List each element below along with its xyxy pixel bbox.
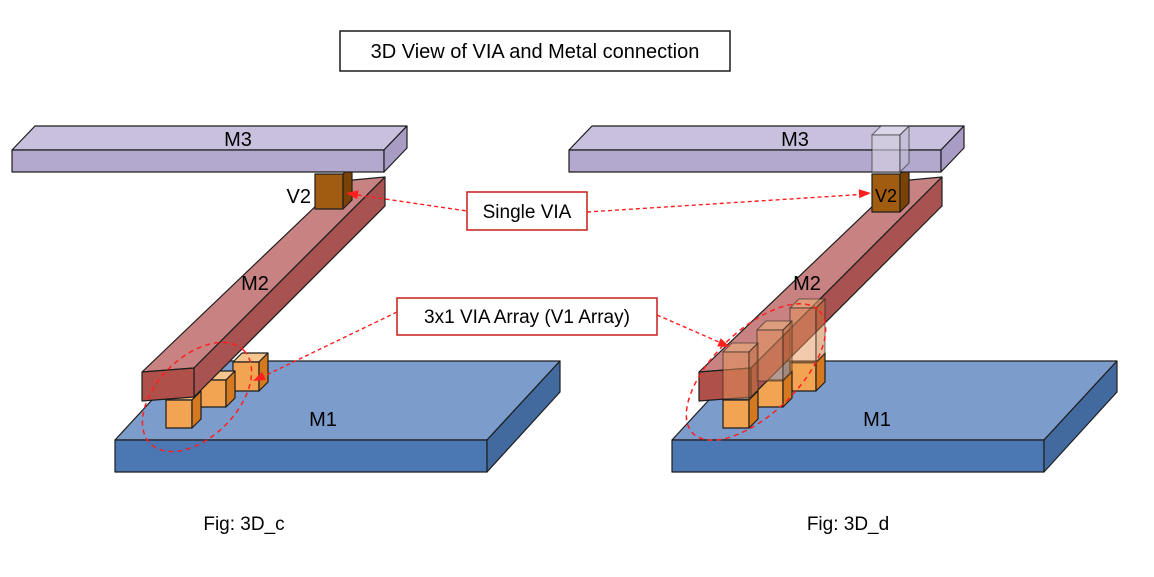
single-via-label: Single VIA — [483, 202, 572, 223]
m1-label: M1 — [309, 409, 337, 431]
page-title: 3D View of VIA and Metal connection — [371, 41, 700, 63]
m2-label: M2 — [241, 273, 269, 295]
v1-via-3 — [232, 352, 269, 392]
m2-bar — [141, 176, 386, 402]
m3-top-face — [11, 125, 408, 151]
ghost-via-3 — [789, 298, 826, 364]
m2-end-face — [141, 367, 195, 402]
ghost-via-front-face — [789, 307, 817, 364]
m3-label: M3 — [781, 129, 809, 151]
ghost-via-front-face — [722, 351, 750, 400]
via-side-face — [191, 390, 202, 429]
via-side-face — [225, 370, 236, 408]
m1-side-face — [1043, 360, 1118, 473]
via-array-label-box — [396, 297, 658, 336]
caption-right: Fig: 3D_d — [807, 514, 889, 535]
m1-label: M1 — [863, 409, 891, 431]
ghost-via-side-face — [782, 320, 793, 382]
m3-front-face — [11, 149, 385, 173]
via-front-face — [232, 361, 260, 392]
m3-side-face — [383, 125, 408, 173]
m1-side-face — [486, 360, 561, 473]
v2-via — [871, 164, 910, 213]
ghost-via-side-face — [899, 125, 910, 173]
m1-front-face — [114, 439, 488, 473]
m3-bar — [11, 125, 408, 173]
via-side-face — [258, 352, 269, 392]
arrowhead-icon — [253, 371, 266, 381]
via-front-face — [722, 399, 750, 429]
via-array-callout: 3x1 VIA Array (V1 Array) — [253, 297, 730, 381]
title-border — [339, 30, 731, 72]
ghost-via-side-face — [748, 342, 759, 400]
v2-label: V2 — [875, 186, 897, 206]
m3-label: M3 — [224, 129, 252, 151]
callout-line-right — [586, 193, 869, 213]
single-via-label-box — [466, 191, 588, 231]
ghost-via-2 — [756, 320, 793, 382]
via-front-face — [789, 361, 817, 392]
via-front-face — [314, 173, 344, 210]
via-array-highlight-ellipse — [141, 341, 253, 453]
via-front-face — [165, 399, 193, 429]
arrowhead-icon — [717, 338, 730, 347]
ghost-via-front-face — [756, 329, 784, 382]
arrowhead-icon — [346, 190, 359, 200]
via-array-label: 3x1 VIA Array (V1 Array) — [424, 307, 630, 328]
m1-front-face — [671, 439, 1045, 473]
callout-line-right — [656, 314, 729, 347]
figure-3d-c: M3 V2 M2 M1 — [11, 125, 561, 473]
caption-left: Fig: 3D_c — [203, 514, 284, 535]
m3-bar — [568, 125, 965, 173]
v2-label: V2 — [287, 186, 311, 208]
ghost-via-front-face — [871, 134, 901, 173]
ghost-via-1 — [722, 342, 759, 400]
m2-label: M2 — [793, 273, 821, 295]
single-via-callout: Single VIA — [346, 189, 871, 231]
via-side-face — [748, 390, 759, 429]
v2-via-through-m3 — [871, 125, 910, 173]
callout-line-left — [350, 193, 468, 212]
v1-via-1 — [722, 390, 759, 429]
m3-side-face — [940, 125, 965, 173]
title-box: 3D View of VIA and Metal connection — [339, 30, 731, 72]
figure-3d-d: M3 V2 M2 M1 — [568, 125, 1118, 473]
arrowhead-icon — [858, 189, 871, 199]
callout-line-left — [255, 311, 398, 381]
v1-array-through-m2 — [722, 298, 826, 400]
